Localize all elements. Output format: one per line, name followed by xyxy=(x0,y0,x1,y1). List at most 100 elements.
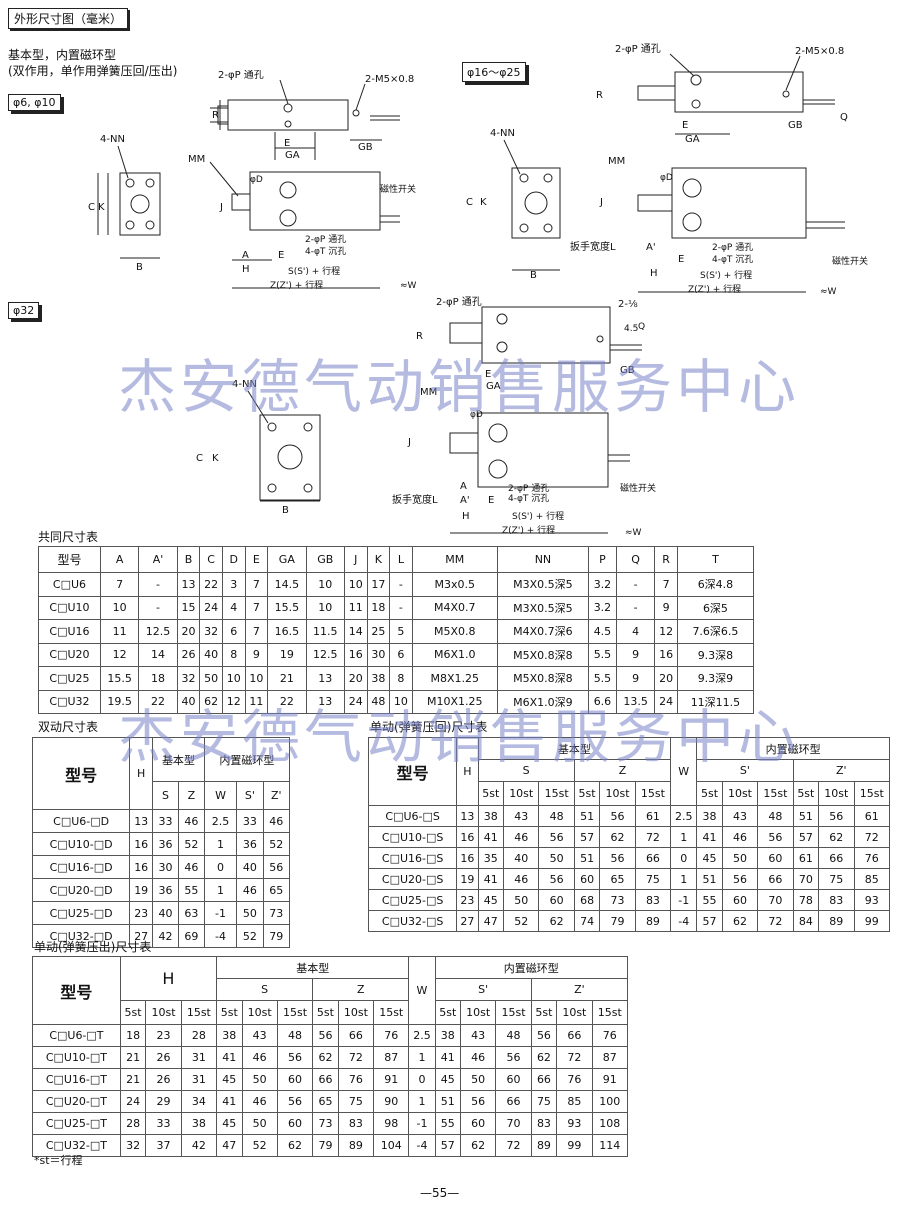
se-cell: 91 xyxy=(373,1068,410,1091)
common-cell: 11 xyxy=(244,689,269,714)
label-counterbore-b: 4-φT 沉孔 xyxy=(712,254,753,265)
label-e-c: E xyxy=(485,369,491,380)
se-cell: 73 xyxy=(312,1112,339,1135)
common-cell: 18 xyxy=(138,666,178,691)
sr-cell: C□U10-□S xyxy=(367,826,458,848)
common-cell: 15 xyxy=(176,595,201,620)
sr-cell: 40 xyxy=(503,847,540,869)
sr-cell: 41 xyxy=(477,868,505,890)
common-header-cell: GB xyxy=(305,546,345,573)
sr-cell: C□U16-□S xyxy=(367,847,458,869)
sr-z2-header: Z' xyxy=(792,759,891,782)
sr-cell: 79 xyxy=(599,910,636,932)
label-through-hole-c2: 2-φP 通孔 xyxy=(508,483,549,494)
common-cell: - xyxy=(615,595,656,620)
se-cell: 62 xyxy=(530,1046,558,1069)
sr-magnet-header: 内置磁环型 xyxy=(696,737,890,760)
se-cell: 70 xyxy=(495,1112,532,1135)
sr-cell: 56 xyxy=(538,826,575,848)
sr-cell: 1 xyxy=(670,868,698,890)
se-cell: 29 xyxy=(145,1090,182,1113)
common-cell: 9 xyxy=(615,642,656,667)
double-cell: 52 xyxy=(262,832,291,856)
se-cell: 56 xyxy=(530,1024,558,1047)
common-cell: 21 xyxy=(267,666,307,691)
label-counterbore: 4-φT 沉孔 xyxy=(305,246,346,257)
label-c-c: C xyxy=(196,453,203,464)
se-st-header: 10st xyxy=(459,1000,497,1025)
common-cell: 9 xyxy=(654,595,678,620)
note-line-2: (双作用，单作用弹簧压回/压出) xyxy=(8,64,178,78)
label-w-c: ≈W xyxy=(625,528,642,538)
se-cell: 66 xyxy=(556,1024,593,1047)
sr-cell: 56 xyxy=(599,805,636,827)
double-model-header: 型号 xyxy=(31,737,131,810)
double-cell: -4 xyxy=(203,924,238,948)
double-cell: 1 xyxy=(203,832,238,856)
label-z-stroke-c: Z(Z') + 行程 xyxy=(502,524,555,536)
se-st-header: 10st xyxy=(241,1000,278,1025)
se-cell: 75 xyxy=(337,1090,375,1113)
se-cell: 62 xyxy=(312,1046,339,1069)
label-through-hole: 2-φP 通孔 xyxy=(218,70,264,81)
sr-cell: 38 xyxy=(477,805,505,827)
se-cell: -1 xyxy=(408,1112,436,1135)
common-cell: 22 xyxy=(138,689,178,714)
double-sub-s: S xyxy=(152,781,179,810)
common-header-cell: D xyxy=(221,546,246,573)
se-s-header: S xyxy=(216,978,314,1001)
se-cell: 33 xyxy=(145,1112,182,1135)
sr-cell: 50 xyxy=(503,889,540,911)
label-j: J xyxy=(219,202,223,213)
sr-cell: 99 xyxy=(853,910,890,932)
label-gb-b: GB xyxy=(788,120,803,131)
common-cell: 3.2 xyxy=(588,595,617,620)
label-45-c: 4.5 xyxy=(624,324,638,334)
sr-st-header: 10st xyxy=(721,781,759,806)
label-m5-b: 2-M5×0.8 xyxy=(795,46,844,57)
sr-cell: 70 xyxy=(757,889,794,911)
common-cell: 20 xyxy=(176,619,201,644)
label-w: ≈W xyxy=(400,281,417,291)
se-cell: 55 xyxy=(434,1112,461,1135)
se-cell: 1 xyxy=(408,1046,436,1069)
common-cell: - xyxy=(389,595,413,620)
sr-cell: 23 xyxy=(456,889,479,911)
sr-st-header: 10st xyxy=(503,781,540,806)
double-cell: 16 xyxy=(129,855,154,879)
common-header-cell: L xyxy=(389,546,413,573)
common-header-cell: B xyxy=(176,546,201,573)
common-header-cell: Q xyxy=(615,546,656,573)
common-cell: 24 xyxy=(343,689,368,714)
se-st-header: 5st xyxy=(216,1000,243,1025)
common-cell: C□U6 xyxy=(38,572,101,597)
se-cell: 26 xyxy=(145,1068,182,1091)
sr-cell: 45 xyxy=(477,889,505,911)
common-cell: 11 xyxy=(99,619,140,644)
se-cell: 46 xyxy=(459,1046,497,1069)
se-cell: 79 xyxy=(312,1134,339,1157)
sr-model-header: 型号 xyxy=(367,737,458,806)
sr-st-header: 5st xyxy=(573,781,601,806)
common-cell: 7 xyxy=(654,572,678,597)
sr-cell: 51 xyxy=(696,868,723,890)
se-cell: 60 xyxy=(459,1112,497,1135)
sr-cell: 55 xyxy=(696,889,723,911)
sr-cell: 50 xyxy=(538,847,575,869)
sr-cell: 60 xyxy=(573,868,601,890)
label-through-hole-2: 2-φP 通孔 xyxy=(305,234,346,245)
se-cell: 56 xyxy=(276,1046,314,1069)
common-cell: 9.3深8 xyxy=(676,642,755,667)
sr-cell: 62 xyxy=(721,910,759,932)
label-b: B xyxy=(136,262,143,273)
label-r-b: R xyxy=(596,90,603,101)
se-cell: 72 xyxy=(495,1134,532,1157)
note-line-1: 基本型，内置磁环型 xyxy=(8,48,117,62)
se-cell: 41 xyxy=(216,1046,243,1069)
se-cell: 114 xyxy=(591,1134,629,1157)
se-cell: 76 xyxy=(591,1024,629,1047)
